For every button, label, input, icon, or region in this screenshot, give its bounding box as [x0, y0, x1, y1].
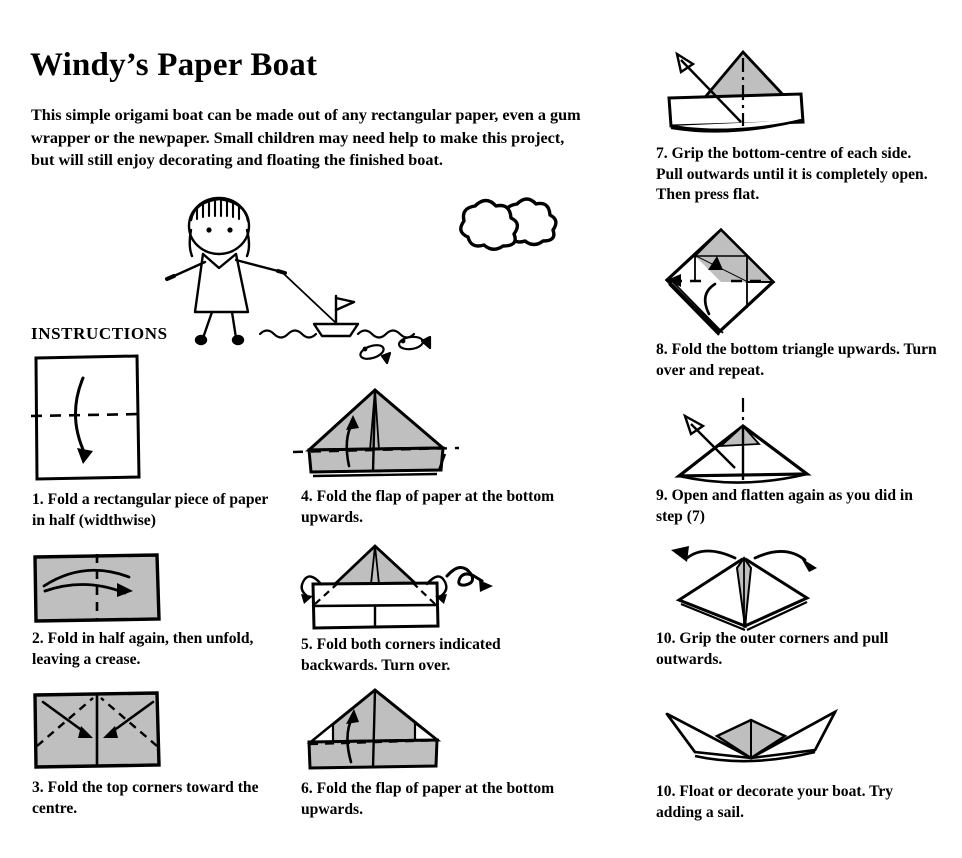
step-5-caption: 5. Fold both corners indicated backwards… — [301, 636, 501, 674]
girl-illustration — [162, 190, 422, 346]
step-8-caption: 8. Fold the bottom triangle upwards. Tur… — [656, 341, 937, 379]
step-7-caption: 7. Grip the bottom-centre of each side. … — [656, 145, 928, 204]
step-6-figure — [287, 684, 457, 774]
fish-illustration — [358, 332, 438, 366]
step-3: 3. Fold the top corners toward the centr… — [31, 690, 259, 817]
step-2-figure — [31, 552, 161, 624]
step-11-figure — [655, 700, 855, 780]
step-4-caption: 4. Fold the flap of paper at the bottom … — [301, 488, 555, 526]
step-10: 10. Grip the outer corners and pull outw… — [655, 534, 888, 668]
step-8: 8. Fold the bottom triangle upwards. Tur… — [655, 224, 937, 379]
step-3-caption: 3. Fold the top corners toward the centr… — [32, 779, 259, 817]
toy-boat-icon — [312, 294, 360, 338]
step-11-caption: 10. Float or decorate your boat. Try add… — [656, 783, 894, 821]
intro-paragraph: This simple origami boat can be made out… — [31, 106, 581, 169]
step-1: 1. Fold a rectangular piece of paper in … — [30, 352, 268, 529]
step-4: 4. Fold the flap of paper at the bottom … — [287, 384, 554, 526]
step-6-caption: 6. Fold the flap of paper at the bottom … — [301, 780, 555, 818]
clouds-illustration — [445, 188, 565, 268]
fish-icon — [359, 344, 392, 365]
step-5: 5. Fold both corners indicated backwards… — [287, 540, 501, 674]
water-waves — [258, 329, 416, 339]
step-9-caption: 9. Open and flatten again as you did in … — [656, 487, 913, 525]
turn-over-icon — [445, 566, 484, 587]
step-3-figure — [31, 690, 161, 770]
step-11: 10. Float or decorate your boat. Try add… — [655, 700, 893, 821]
step-7-figure — [655, 44, 845, 136]
step-6: 6. Fold the flap of paper at the bottom … — [287, 684, 554, 818]
fish-icon — [397, 335, 432, 351]
step-5-figure — [287, 540, 497, 632]
step-2: 2. Fold in half again, then unfold, leav… — [31, 552, 253, 668]
step-8-figure — [655, 224, 845, 336]
step-9-figure — [655, 398, 845, 494]
step-7: 7. Grip the bottom-centre of each side. … — [655, 44, 928, 203]
page-title: Windy’s Paper Boat — [30, 47, 318, 84]
step-9: 9. Open and flatten again as you did in … — [655, 398, 913, 525]
step-2-caption: 2. Fold in half again, then unfold, leav… — [32, 630, 254, 668]
step-1-figure — [30, 352, 144, 482]
step-4-figure — [287, 384, 467, 484]
step-10-figure — [655, 534, 845, 632]
instructions-heading: INSTRUCTIONS — [31, 324, 168, 344]
step-1-caption: 1. Fold a rectangular piece of paper in … — [32, 491, 269, 529]
step-10-caption: 10. Grip the outer corners and pull outw… — [656, 630, 889, 668]
